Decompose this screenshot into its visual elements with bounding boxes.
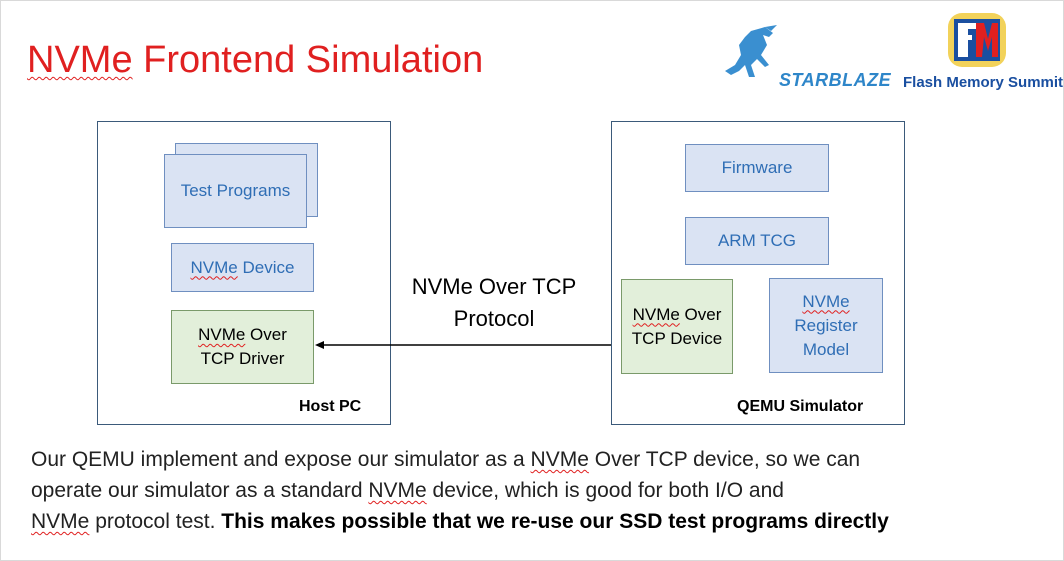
- desc-nvme2: NVMe: [368, 479, 427, 502]
- nvme-device-label: NVMe Device: [191, 256, 295, 280]
- register-model-line2: Register: [794, 315, 858, 335]
- horse-icon: [725, 25, 777, 77]
- tcp-device-over: Over: [679, 304, 722, 324]
- double-arrow-icon: [315, 341, 621, 349]
- desc-part4: device, which is good for both I/O and: [426, 479, 784, 502]
- nvme-device-word: NVMe: [190, 257, 238, 277]
- desc-bold-statement: This makes possible that we re-use our S…: [221, 510, 889, 533]
- desc-part2: Over TCP device, so we can: [588, 448, 861, 471]
- firmware-label: Firmware: [721, 158, 793, 177]
- description-paragraph: Our QEMU implement and expose our simula…: [31, 444, 1051, 537]
- tcp-driver-line2: TCP Driver: [200, 349, 285, 368]
- desc-part3: operate our simulator as a standard: [31, 479, 369, 502]
- desc-part5: protocol test.: [89, 510, 222, 533]
- slide-title: NVMe Frontend Simulation: [27, 39, 483, 82]
- test-programs-box: Test Programs: [164, 154, 307, 228]
- starblaze-logo: STARBLAZE: [721, 25, 891, 95]
- tcp-driver-nvme: NVMe: [198, 325, 246, 344]
- qemu-simulator-label: QEMU Simulator: [737, 398, 864, 415]
- title-nvme: NVMe: [27, 39, 133, 81]
- nvme-device-box: NVMe Device: [171, 243, 314, 292]
- fms-logo: Flash Memory Summit: [901, 11, 1063, 95]
- fms-emblem-icon: [948, 13, 1006, 67]
- host-pc-label: Host PC: [299, 398, 362, 415]
- nvme-device-rest: Device: [237, 257, 295, 277]
- firmware-box: Firmware: [685, 144, 829, 192]
- fms-wordmark: Flash Memory Summit: [903, 74, 1064, 91]
- register-model-line3: Model: [802, 339, 850, 359]
- desc-nvme1: NVMe: [530, 448, 589, 471]
- protocol-line2: Protocol: [453, 306, 535, 331]
- protocol-label: NVMe Over TCP Protocol: [396, 271, 592, 335]
- tcp-device-nvme: NVMe: [632, 304, 680, 324]
- register-model-nvme: NVMe: [802, 291, 850, 311]
- tcp-device-line2: TCP Device: [631, 328, 723, 348]
- desc-nvme3: NVMe: [31, 510, 90, 533]
- protocol-line1: NVMe Over TCP: [411, 274, 577, 299]
- test-programs-label: Test Programs: [180, 181, 291, 200]
- title-rest: Frontend Simulation: [132, 39, 484, 81]
- desc-part1: Our QEMU implement and expose our simula…: [31, 448, 531, 471]
- arm-tcg-box: ARM TCG: [685, 217, 829, 265]
- tcp-driver-over: Over: [245, 325, 287, 344]
- arm-tcg-label: ARM TCG: [717, 231, 797, 250]
- starblaze-wordmark: STARBLAZE: [779, 70, 892, 90]
